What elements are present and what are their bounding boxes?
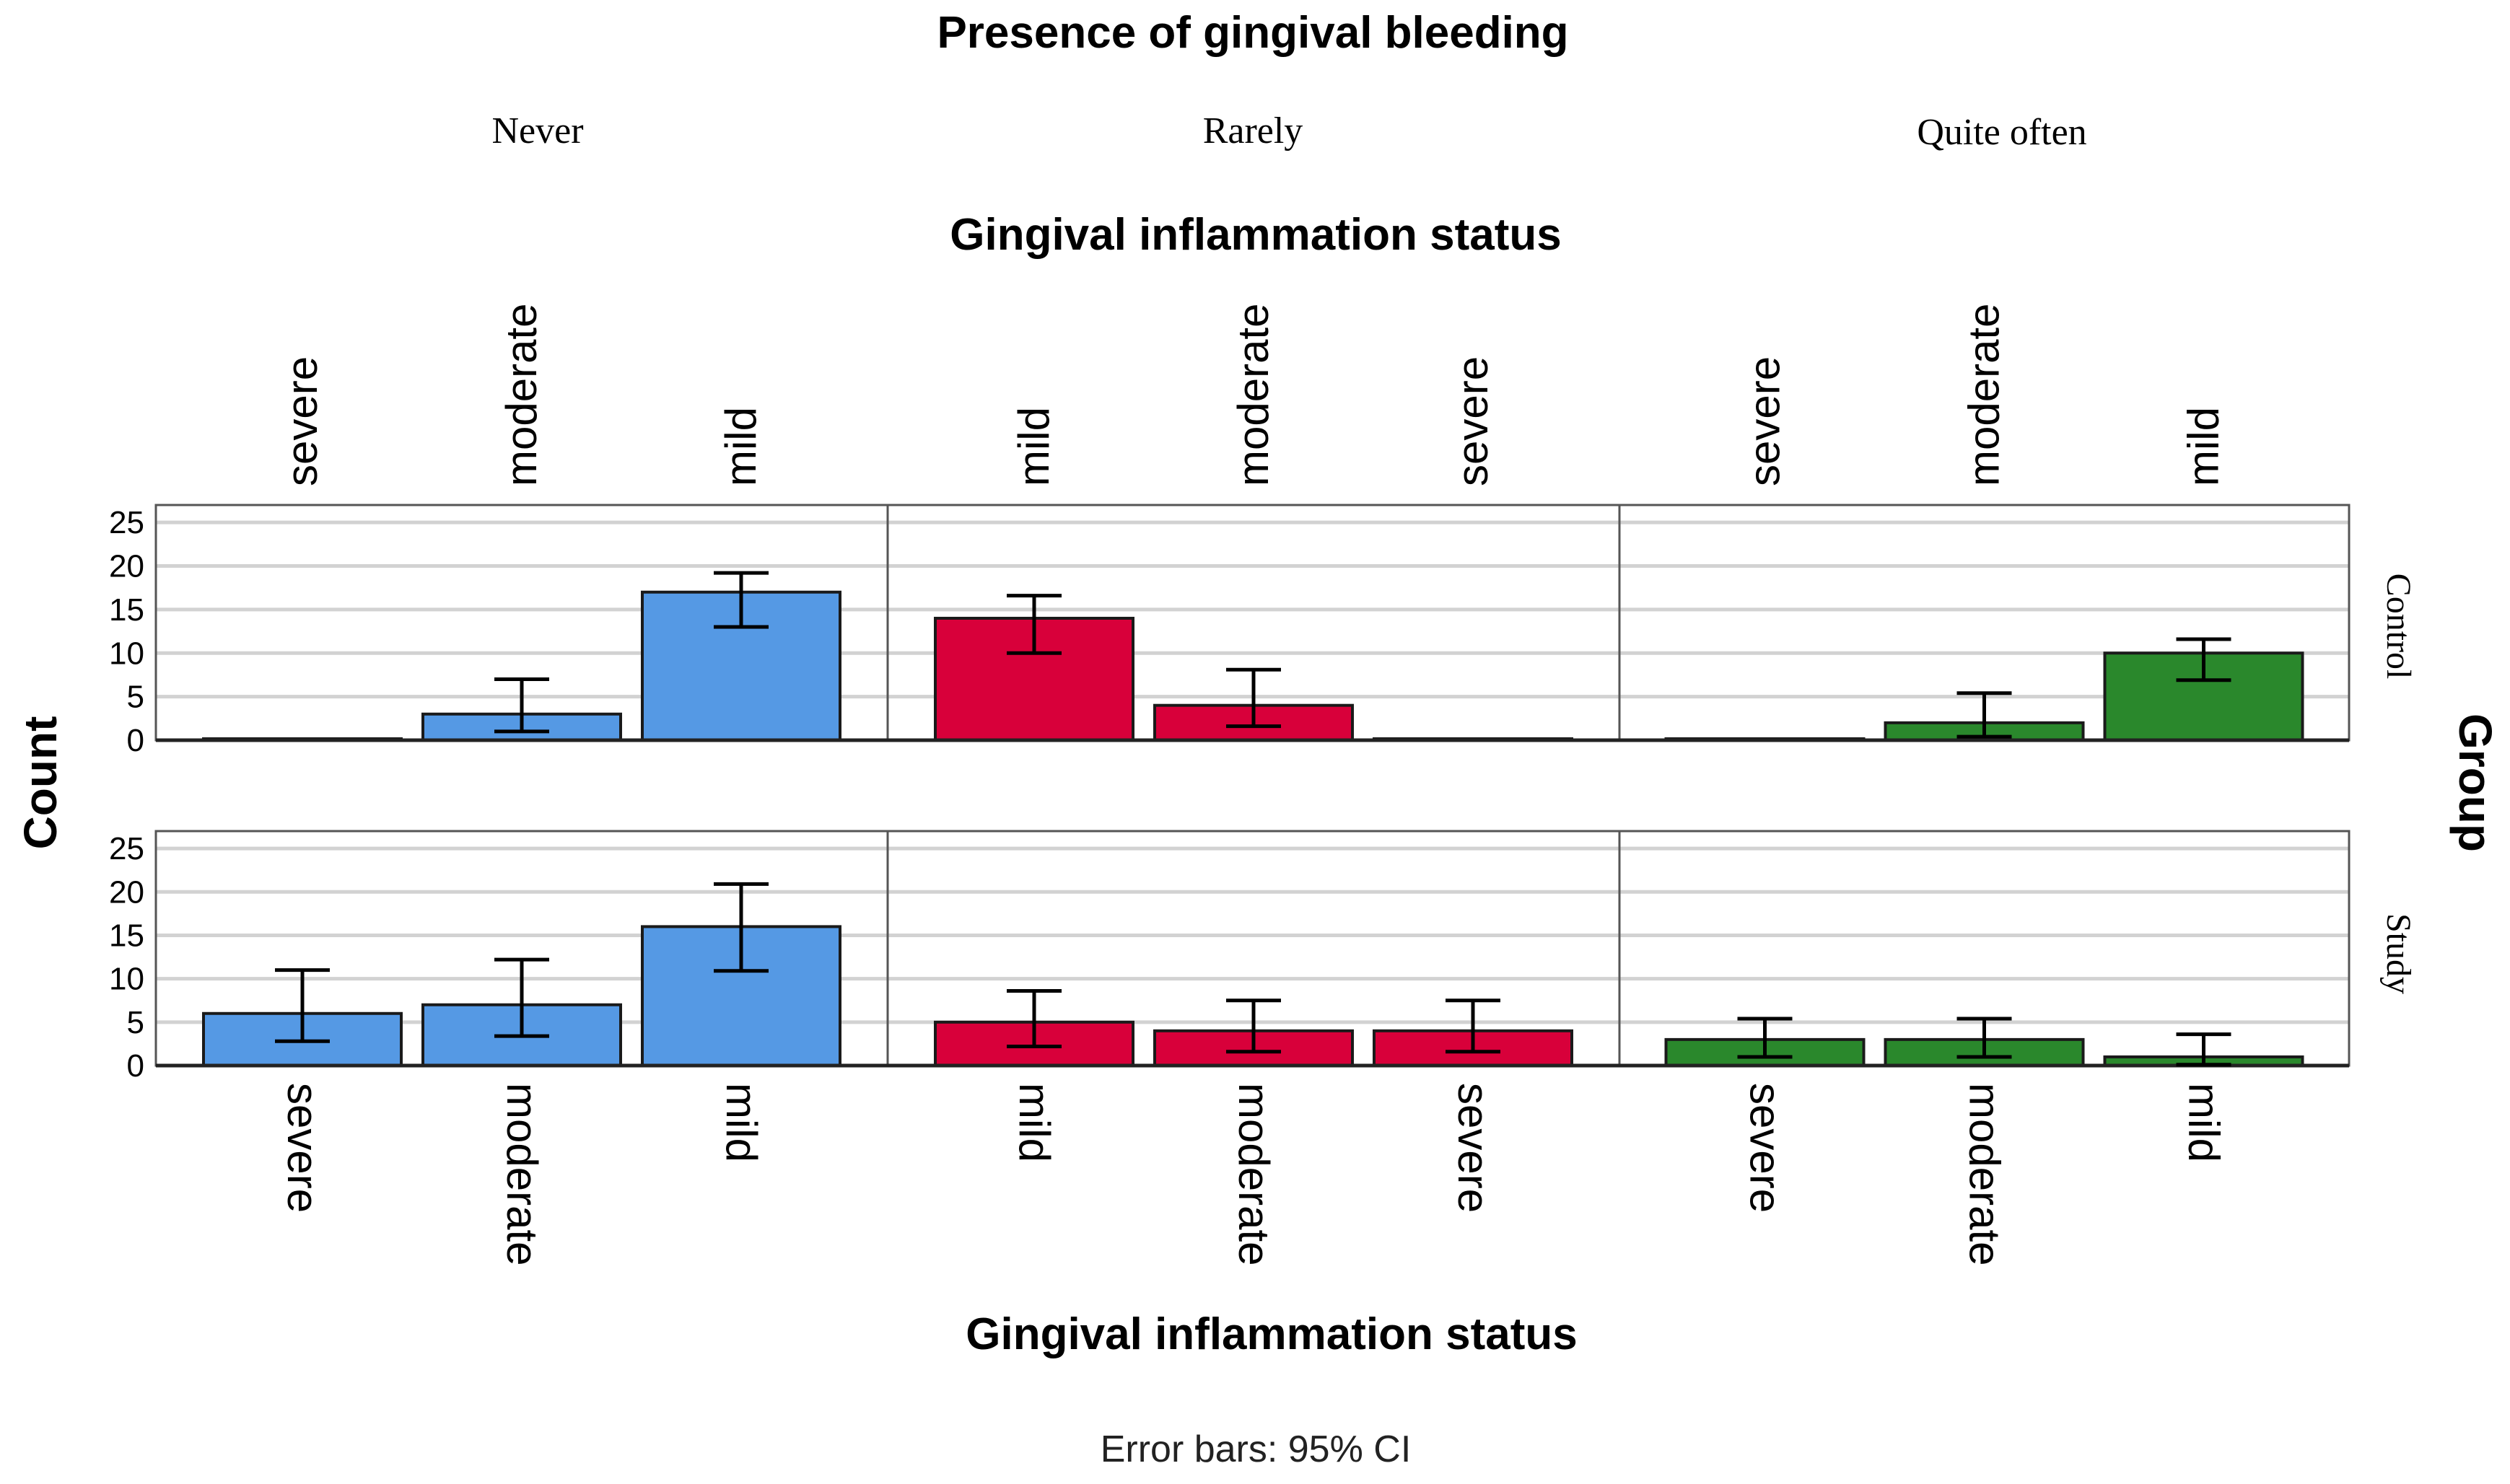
- x-axis-title: Gingival inflammation status: [966, 1309, 1577, 1359]
- column-facet-label-rarely: Rarely: [1203, 110, 1303, 152]
- bottom-category-label: mild: [2180, 1083, 2229, 1162]
- row-facet-label-study: Study: [2379, 913, 2418, 994]
- chart-title: Presence of gingival bleeding: [937, 8, 1568, 58]
- y-tick-label: 0: [127, 1048, 144, 1084]
- y-tick-label: 10: [109, 636, 144, 671]
- row-facet-label-control: Control: [2379, 574, 2418, 680]
- tick-labels: 0 5 10 15 20 25 severe moderate mild mild moderate…: [109, 304, 2228, 1266]
- bottom-category-label: severe: [279, 1083, 327, 1213]
- top-axis-title: Gingival inflammation status: [950, 210, 1561, 260]
- bottom-category-label: severe: [1741, 1083, 1790, 1213]
- bars: [202, 590, 2304, 1068]
- y-tick-label: 5: [127, 1005, 144, 1040]
- top-category-label: severe: [278, 356, 326, 486]
- top-category-label: severe: [1741, 356, 1789, 486]
- error-bars: [275, 571, 2231, 1067]
- y-tick-label: 0: [127, 723, 144, 758]
- bottom-category-label: mild: [1010, 1083, 1059, 1162]
- y-tick-label: 25: [109, 831, 144, 866]
- y-tick-label: 15: [109, 592, 144, 628]
- row-facet-title: Group: [2449, 714, 2501, 852]
- bottom-category-label: severe: [1449, 1083, 1497, 1213]
- column-facet-label-never: Never: [491, 110, 583, 152]
- top-category-label: moderate: [1229, 304, 1277, 486]
- top-category-label: moderate: [497, 304, 546, 486]
- y-tick-label: 25: [109, 505, 144, 540]
- y-axis-title: Count: [14, 716, 66, 850]
- top-category-label: moderate: [1960, 304, 2008, 486]
- y-tick-label: 20: [109, 874, 144, 910]
- bottom-category-label: moderate: [1230, 1083, 1278, 1265]
- gridlines: [156, 520, 2349, 1024]
- bottom-category-label: moderate: [1961, 1083, 2009, 1265]
- y-tick-label: 5: [127, 680, 144, 715]
- panel-frames: [154, 504, 2351, 1068]
- y-tick-label: 20: [109, 549, 144, 584]
- top-category-label: mild: [2179, 407, 2228, 486]
- top-category-label: severe: [1448, 356, 1497, 486]
- top-category-label: mild: [1010, 407, 1058, 486]
- y-tick-label: 15: [109, 918, 144, 953]
- bottom-category-label: mild: [717, 1083, 766, 1162]
- bottom-category-label: moderate: [498, 1083, 546, 1265]
- column-facet-label-quite-often: Quite often: [1917, 112, 2086, 153]
- top-category-label: mild: [717, 407, 765, 486]
- y-tick-label: 10: [109, 962, 144, 997]
- error-bar-note: Error bars: 95% CI: [1101, 1428, 1412, 1470]
